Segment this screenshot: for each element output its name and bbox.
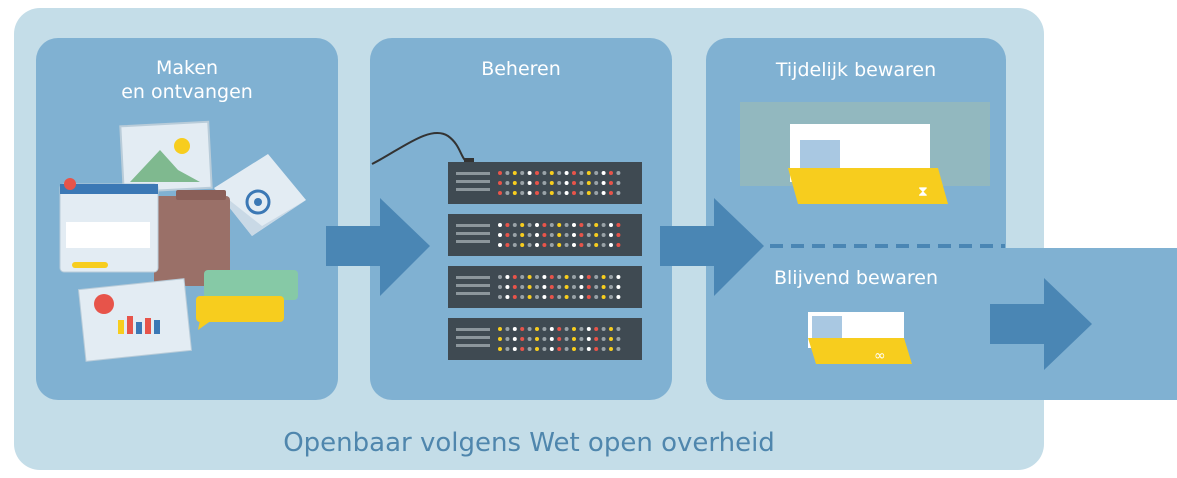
- folder-icon: [154, 190, 230, 286]
- step-title-permanent: Blijvend bewaren: [773, 267, 938, 289]
- email-icon: [214, 154, 306, 236]
- arrow-right-icon: [326, 198, 430, 296]
- server-rack-icon: [371, 131, 642, 360]
- arrow-right-icon: [660, 198, 764, 296]
- svg-text:∞: ∞: [874, 348, 886, 364]
- chat-icon: [196, 270, 298, 330]
- step-title-make: Maken en ontvangen: [36, 56, 338, 104]
- step-title-manage: Beheren: [481, 58, 561, 80]
- svg-text:⧗: ⧗: [918, 184, 928, 200]
- step-title-temporary: Tijdelijk bewaren: [775, 59, 937, 81]
- folder-hourglass-icon: ⧗: [740, 102, 990, 204]
- folder-infinity-icon: ∞: [808, 312, 912, 364]
- browser-window-icon: [59, 178, 159, 273]
- arrow-right-icon: [990, 278, 1092, 370]
- report-chart-icon: [77, 278, 193, 362]
- photo-icon: [119, 120, 213, 194]
- step-title-make-line2: en ontvangen: [121, 81, 253, 103]
- permanent-archive-band: [706, 248, 1177, 400]
- footer-caption: Openbaar volgens Wet open overheid: [283, 428, 775, 458]
- step-title-make-line1: Maken: [155, 57, 219, 79]
